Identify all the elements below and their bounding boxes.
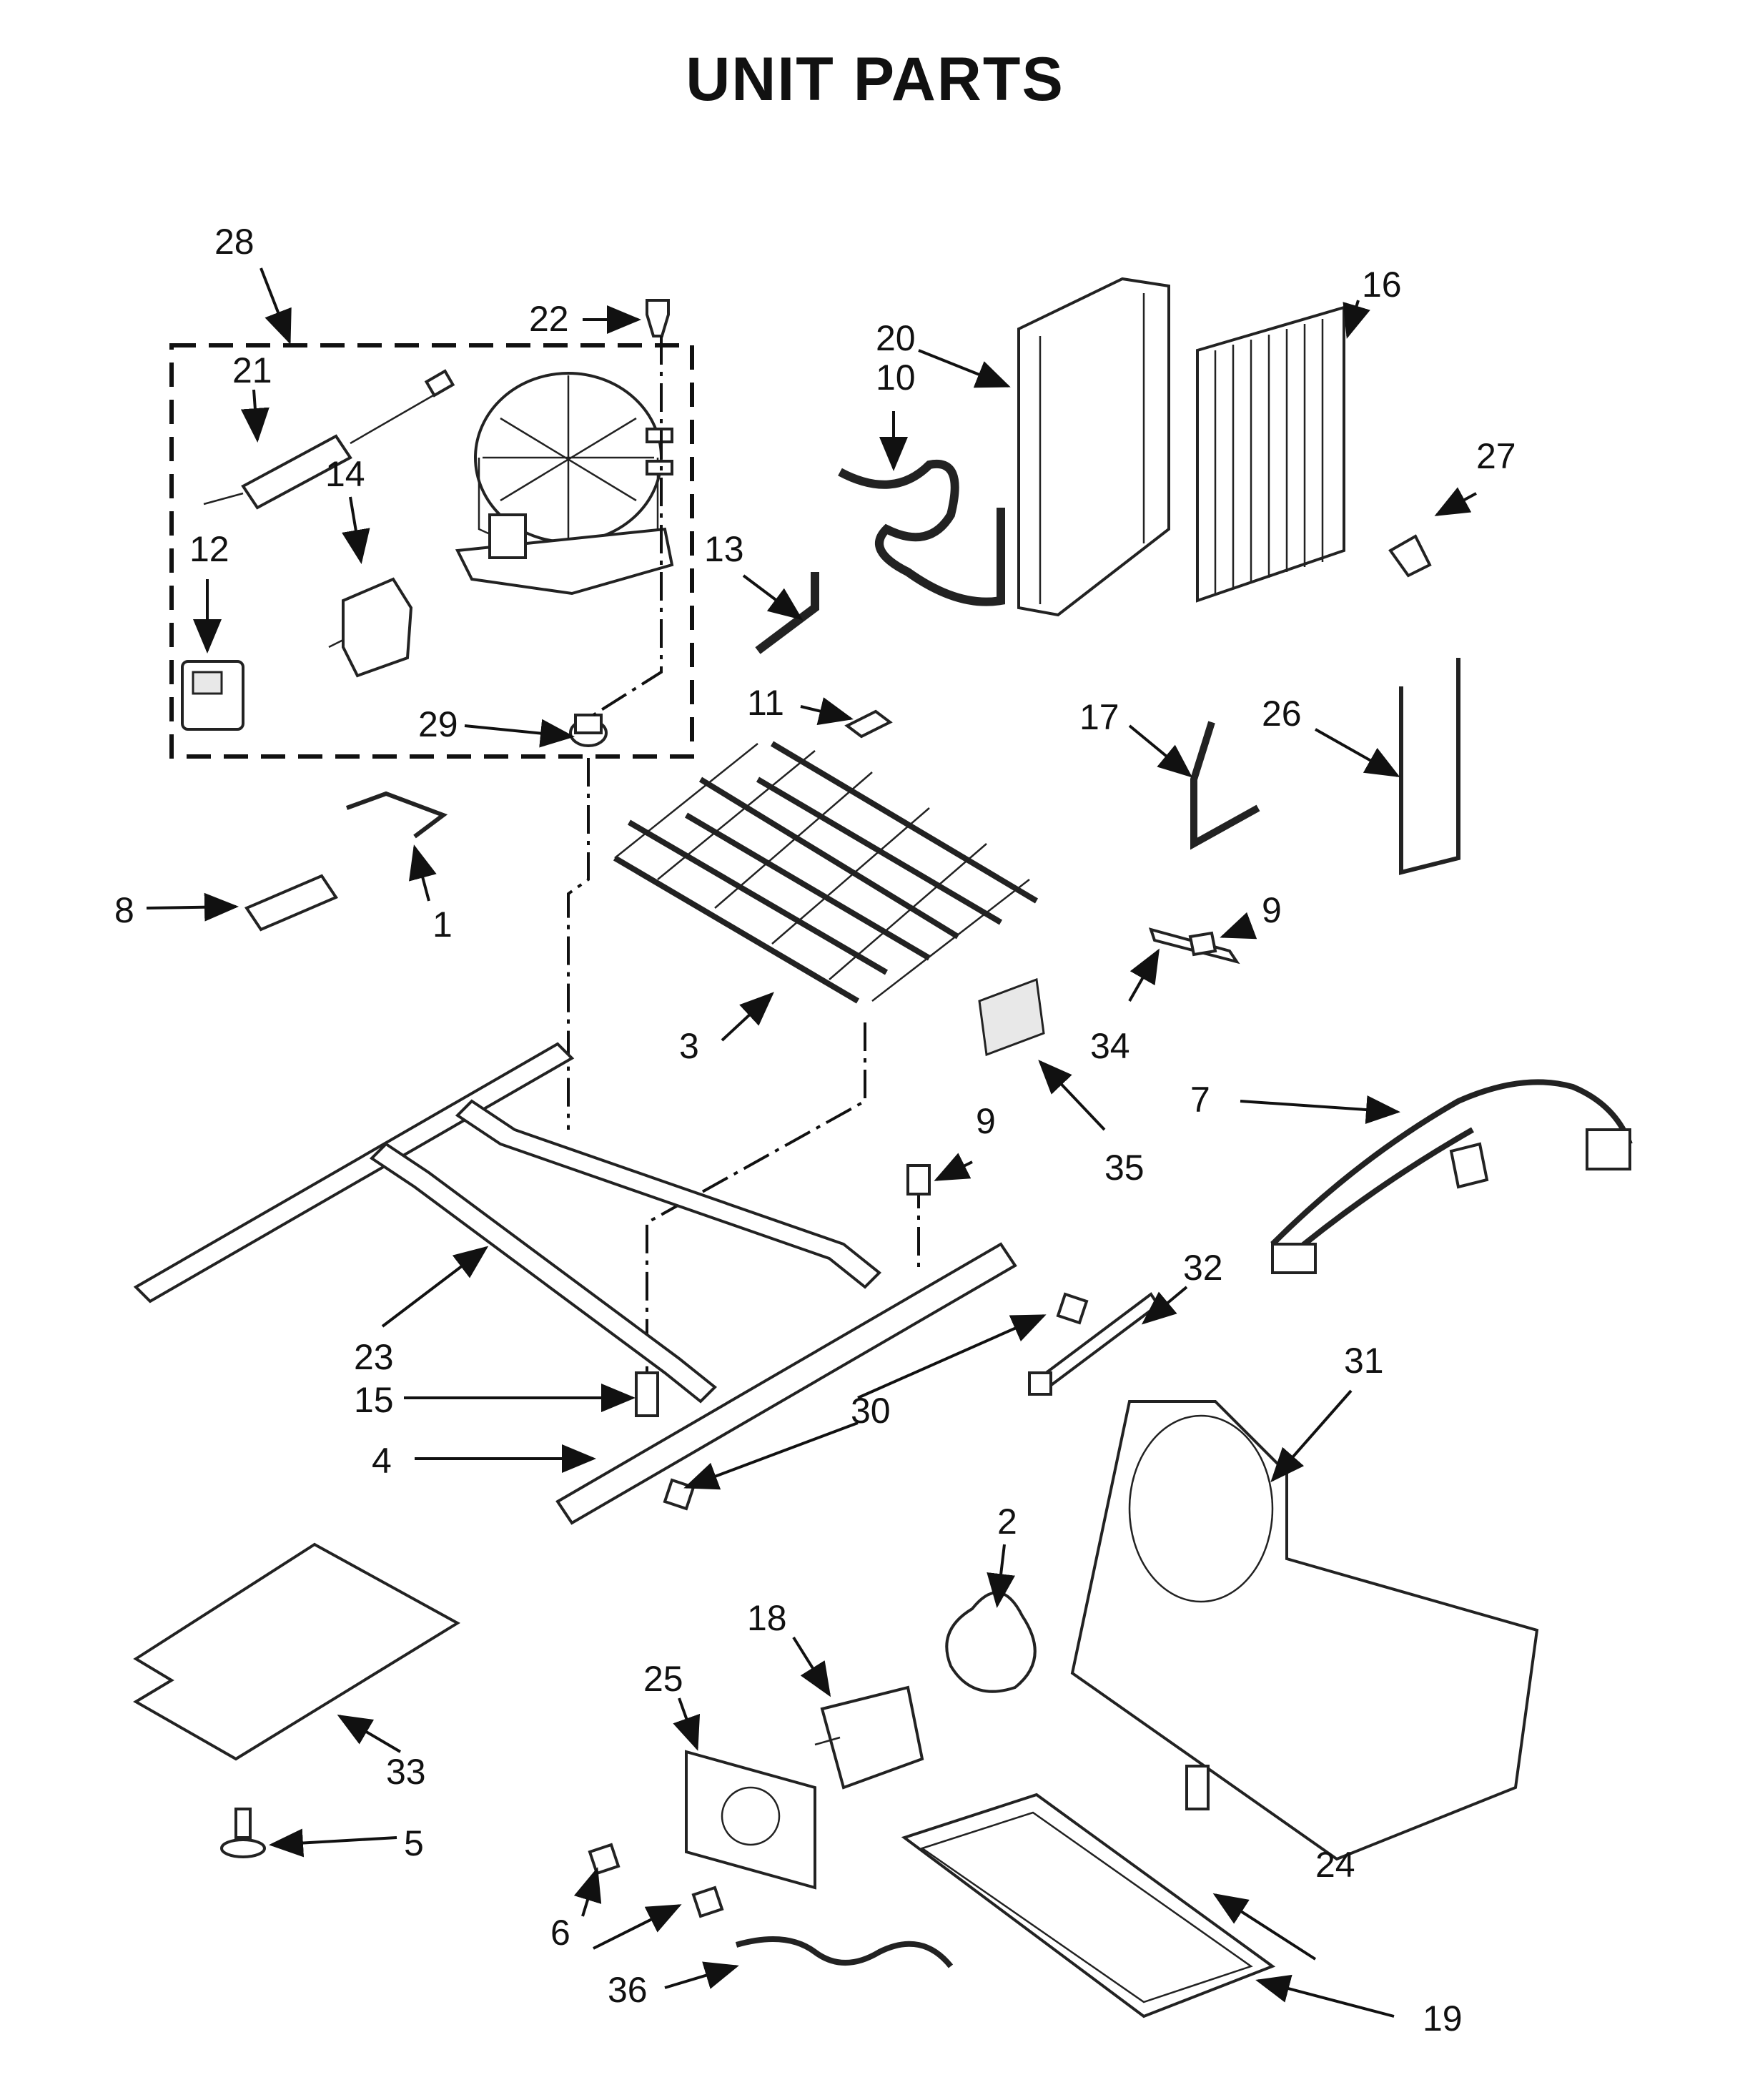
drain-pan-part [901, 1793, 1276, 2018]
condenser-part [1196, 305, 1345, 603]
callout-30: 30 [851, 1391, 891, 1431]
compressor-part [455, 372, 674, 596]
callout-20: 20 [876, 318, 916, 358]
diagram-title: UNIT PARTS [686, 45, 1064, 114]
compressor-kit-boundary [169, 343, 694, 759]
callout-8: 8 [114, 890, 134, 930]
callout-18: 18 [747, 1598, 787, 1638]
callout-6: 6 [550, 1913, 570, 1953]
callout-16: 16 [1362, 265, 1402, 305]
callout-33: 33 [386, 1752, 426, 1792]
tube-part-13 [755, 572, 819, 654]
screw-part-6a [588, 1843, 621, 1875]
callout-13: 13 [704, 529, 744, 569]
fan-motor-part [814, 1685, 924, 1790]
drain-tube-part [735, 1936, 954, 1968]
callout-11: 11 [747, 683, 784, 723]
overload-part [181, 660, 244, 731]
cover-plate-part-33 [133, 1542, 460, 1761]
cable-tie-part [1028, 1292, 1160, 1396]
clip-part-11 [844, 709, 893, 739]
callout-5: 5 [404, 1823, 424, 1863]
callout-28: 28 [214, 222, 254, 262]
rod-part-17 [1190, 721, 1260, 850]
tube-part-10 [838, 459, 1005, 606]
base-rail-part-4 [555, 1242, 1017, 1525]
wire-harness-part [1270, 1079, 1633, 1274]
callout-27: 27 [1476, 436, 1516, 476]
filter-drier-part [203, 369, 455, 510]
callout-21: 21 [232, 350, 272, 390]
callout-23: 23 [354, 1337, 394, 1377]
callout-14: 14 [325, 454, 365, 494]
callout-29: 29 [418, 704, 458, 744]
leader-lines [146, 267, 1477, 2018]
callout-36: 36 [608, 1970, 648, 2010]
callout-24: 24 [1315, 1845, 1355, 1885]
evaporator-part [613, 741, 1039, 1004]
screw-part-22 [646, 299, 670, 337]
callout-19: 19 [1423, 1998, 1463, 2039]
callout-32: 32 [1183, 1248, 1223, 1288]
callout-34: 34 [1090, 1026, 1130, 1066]
callout-3: 3 [679, 1026, 699, 1066]
callout-4: 4 [372, 1441, 392, 1481]
screw-part-15 [635, 1371, 659, 1417]
motor-bracket-part [685, 1750, 816, 1890]
callout-31: 31 [1344, 1341, 1384, 1381]
callout-17: 17 [1079, 697, 1119, 737]
screw-part-9a [1188, 931, 1217, 957]
callout-9a: 9 [1262, 890, 1282, 930]
insulation-plate-part-35 [978, 977, 1045, 1057]
callout-15: 15 [354, 1380, 394, 1420]
callout-26: 26 [1262, 694, 1302, 734]
base-pan-part [1070, 1400, 1539, 1861]
heater-part-26 [1399, 658, 1460, 875]
grommet-part [569, 714, 608, 747]
leveling-foot-part [220, 1808, 266, 1858]
condenser-shroud-part [1017, 277, 1170, 617]
relay-part [328, 577, 413, 678]
callout-2: 2 [997, 1502, 1017, 1542]
callout-25: 25 [643, 1659, 683, 1699]
callout-10: 10 [876, 358, 916, 398]
screw-part-30b [663, 1478, 696, 1511]
callout-12: 12 [189, 529, 229, 569]
screw-part-9b [906, 1164, 931, 1196]
callout-35: 35 [1104, 1148, 1145, 1188]
base-frame-part-23 [133, 1042, 881, 1404]
callout-22: 22 [529, 299, 569, 339]
sleeve-part-8 [244, 874, 338, 932]
callout-7: 7 [1190, 1080, 1210, 1120]
callout-9b: 9 [976, 1101, 996, 1141]
screw-part-24 [1185, 1765, 1210, 1810]
fan-blade-part [945, 1591, 1037, 1693]
clip-part-1 [345, 791, 448, 839]
callout-1: 1 [432, 904, 453, 945]
screw-part-6b [691, 1885, 724, 1918]
clip-part-27 [1388, 534, 1432, 578]
screw-part-30a [1056, 1292, 1089, 1325]
